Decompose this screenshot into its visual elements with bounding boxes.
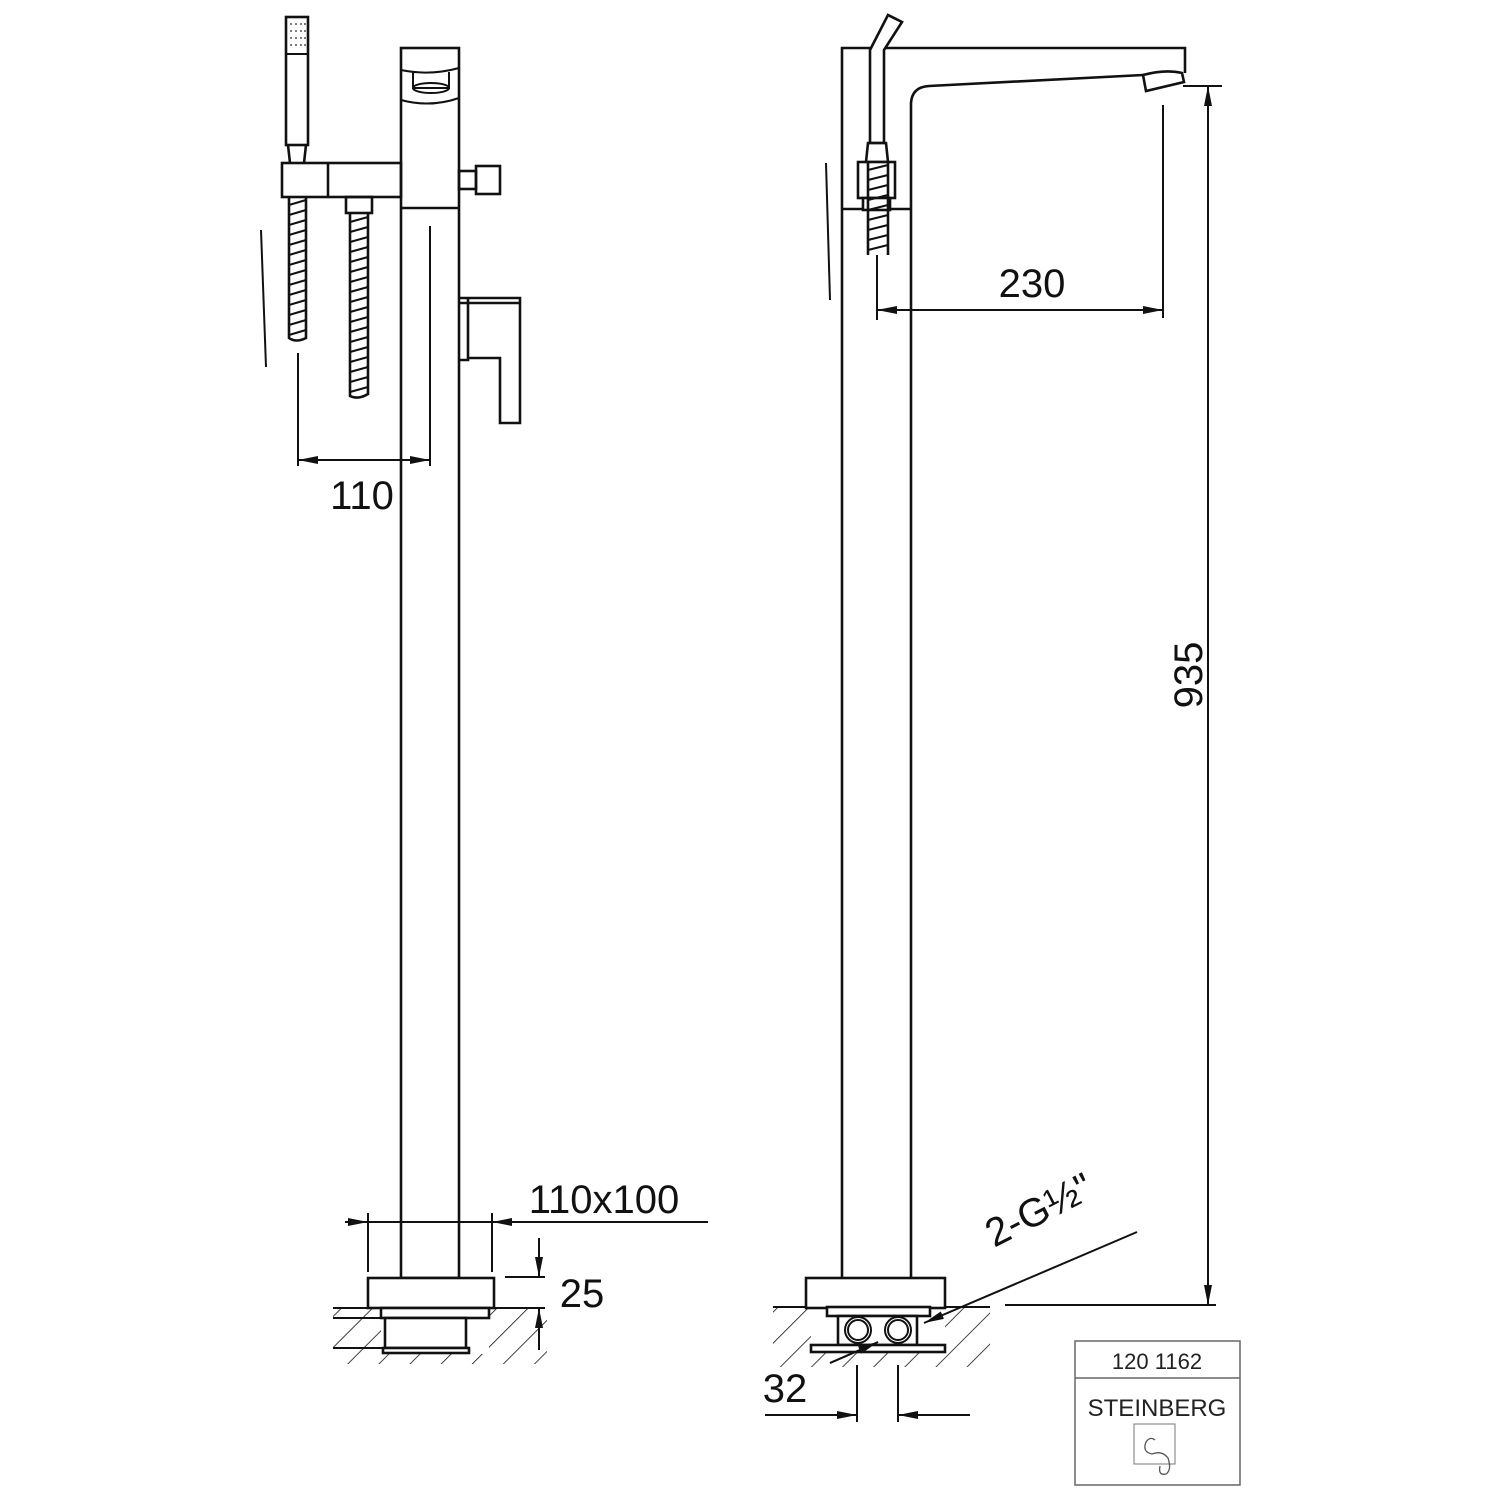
dimension-110: 110 [297, 226, 431, 518]
base-plate [804, 1276, 947, 1310]
brand-logo [1133, 1423, 1176, 1475]
title-block: 120 1162 STEINBERG [1074, 1340, 1241, 1486]
lever-handle [459, 296, 522, 425]
dimension-label: 110 [330, 474, 394, 518]
dimension-base-height: 25 [505, 1238, 604, 1350]
spout-column [840, 46, 1187, 1278]
dimension-230: 230 [876, 105, 1164, 320]
brand-name: STEINBERG [1088, 1395, 1227, 1422]
dimension-label: 32 [763, 1367, 808, 1411]
diverter-knob [457, 164, 502, 196]
mixer-head [400, 67, 460, 105]
dimension-label: 935 [1167, 642, 1211, 709]
hose-connector [856, 13, 904, 255]
dimension-935: 935 [1005, 85, 1222, 1306]
dimension-label: 230 [999, 262, 1066, 306]
hand-shower [280, 15, 403, 199]
spout-outlet [1141, 70, 1186, 93]
connection-label: 2-G½" [978, 1165, 1100, 1256]
base-plate [366, 1276, 496, 1310]
article-number: 120 1162 [1112, 1349, 1202, 1374]
front-view: 110 110x100 25 [260, 15, 708, 1364]
dimension-label: 110x100 [529, 1178, 680, 1222]
dimension-32: 32 [763, 1365, 970, 1422]
side-view: 230 935 2-G½" 32 [763, 13, 1222, 1422]
dimension-label: 25 [560, 1272, 605, 1316]
shower-hose [287, 195, 374, 399]
dimension-base-size: 110x100 [345, 1178, 708, 1272]
